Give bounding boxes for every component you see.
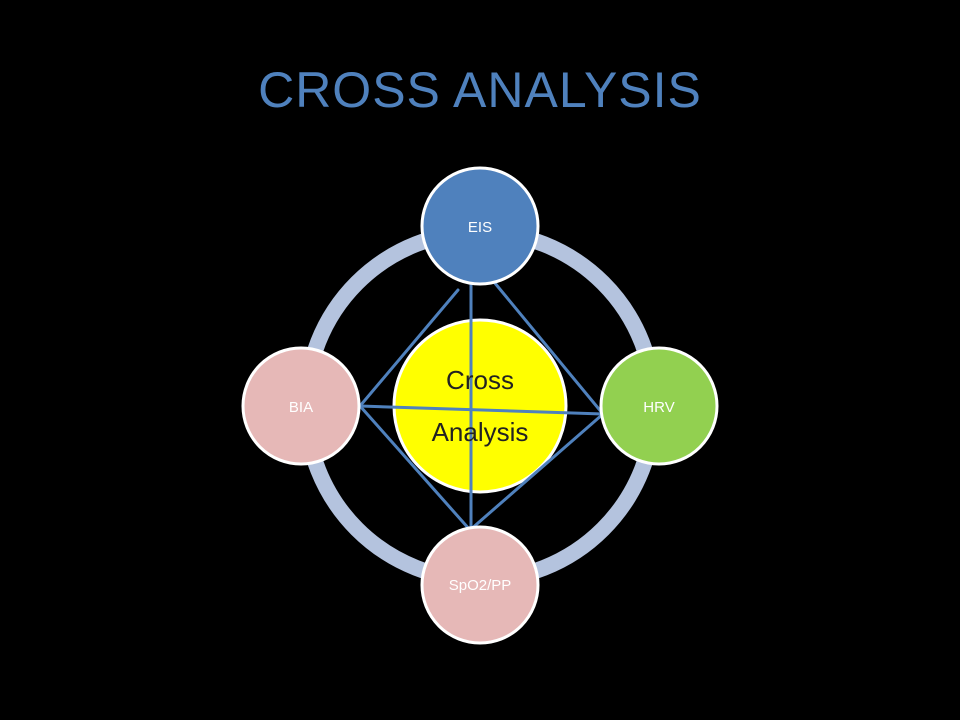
slide-title: CROSS ANALYSIS: [258, 62, 702, 118]
node-hrv-label: HRV: [643, 399, 674, 416]
center-label-line1: Cross: [446, 365, 514, 395]
node-eis-label: EIS: [468, 219, 492, 236]
connector-bia-hrv: [358, 404, 605, 416]
node-spo2pp-label: SpO2/PP: [449, 577, 512, 594]
connector-bia-eis: [358, 288, 460, 408]
node-spo2pp: [420, 525, 540, 645]
connector-lines: [358, 280, 605, 534]
node-hrv: [599, 346, 719, 466]
center-label-line2: Analysis: [432, 417, 529, 447]
node-bia-label: BIA: [289, 399, 313, 416]
connector-eis-hrv: [492, 280, 605, 416]
node-bia: [241, 346, 361, 466]
connector-spo2-bia: [358, 404, 472, 532]
node-eis: [420, 166, 540, 286]
center-circle: [392, 318, 568, 494]
connector-hrv-spo2: [468, 412, 605, 532]
